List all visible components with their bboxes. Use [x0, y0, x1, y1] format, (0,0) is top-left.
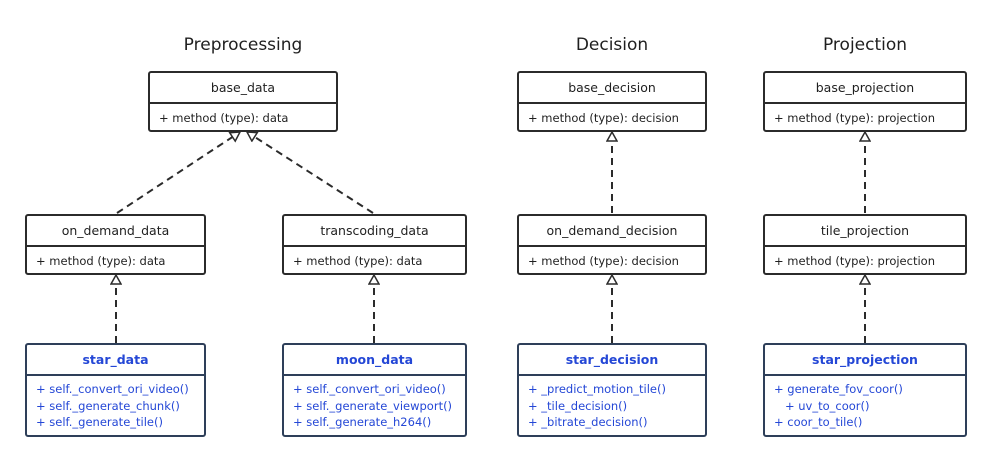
class-method: + method (type): projection: [774, 111, 935, 125]
class-method: + method (type): decision: [528, 111, 679, 125]
class-name: star_projection: [765, 345, 965, 376]
class-method: + generate_fov_coor(): [774, 382, 903, 396]
class-method: + coor_to_tile(): [774, 415, 863, 429]
class-star-projection: star_projection + generate_fov_coor() + …: [763, 343, 967, 437]
class-name: star_data: [27, 345, 204, 376]
edge-transcoding-data-to-base-data: [247, 131, 374, 214]
class-moon-data: moon_data + self._convert_ori_video() + …: [282, 343, 467, 437]
class-transcoding-data: transcoding_data + method (type): data: [282, 214, 467, 275]
class-name: moon_data: [284, 345, 465, 376]
class-method: + method (type): projection: [774, 254, 935, 268]
class-on-demand-data: on_demand_data + method (type): data: [25, 214, 206, 275]
class-method: + method (type): data: [159, 111, 289, 125]
class-method: + method (type): data: [293, 254, 423, 268]
section-title-preprocessing: Preprocessing: [183, 35, 303, 55]
class-method: + self._convert_ori_video(): [36, 382, 189, 396]
class-method: + self._generate_viewport(): [293, 398, 453, 413]
class-name: base_data: [150, 73, 336, 104]
edge-on-demand-data-to-base-data: [116, 132, 240, 214]
class-name: transcoding_data: [284, 216, 465, 247]
class-method: + _tile_decision(): [528, 398, 628, 413]
class-base-decision: base_decision + method (type): decision: [517, 71, 707, 132]
class-on-demand-decision: on_demand_decision + method (type): deci…: [517, 214, 707, 275]
class-base-data: base_data + method (type): data: [148, 71, 338, 132]
class-name: base_decision: [519, 73, 705, 104]
class-method: + self._generate_chunk(): [36, 398, 180, 413]
class-method: + self._generate_tile(): [36, 415, 163, 429]
class-name: on_demand_data: [27, 216, 204, 247]
class-method: + _bitrate_decision(): [528, 415, 648, 429]
class-name: tile_projection: [765, 216, 965, 247]
section-title-projection: Projection: [822, 35, 908, 55]
class-base-projection: base_projection + method (type): project…: [763, 71, 967, 132]
class-method: + uv_to_coor(): [774, 398, 870, 413]
class-name: star_decision: [519, 345, 705, 376]
class-name: on_demand_decision: [519, 216, 705, 247]
class-method: + _predict_motion_tile(): [528, 382, 666, 396]
class-method: + method (type): data: [36, 254, 166, 268]
class-star-decision: star_decision + _predict_motion_tile() +…: [517, 343, 707, 437]
class-method: + method (type): decision: [528, 254, 679, 268]
class-method: + self._generate_h264(): [293, 415, 432, 429]
class-name: base_projection: [765, 73, 965, 104]
class-method: + self._convert_ori_video(): [293, 382, 446, 396]
class-tile-projection: tile_projection + method (type): project…: [763, 214, 967, 275]
class-star-data: star_data + self._convert_ori_video() + …: [25, 343, 206, 437]
section-title-decision: Decision: [575, 35, 649, 55]
